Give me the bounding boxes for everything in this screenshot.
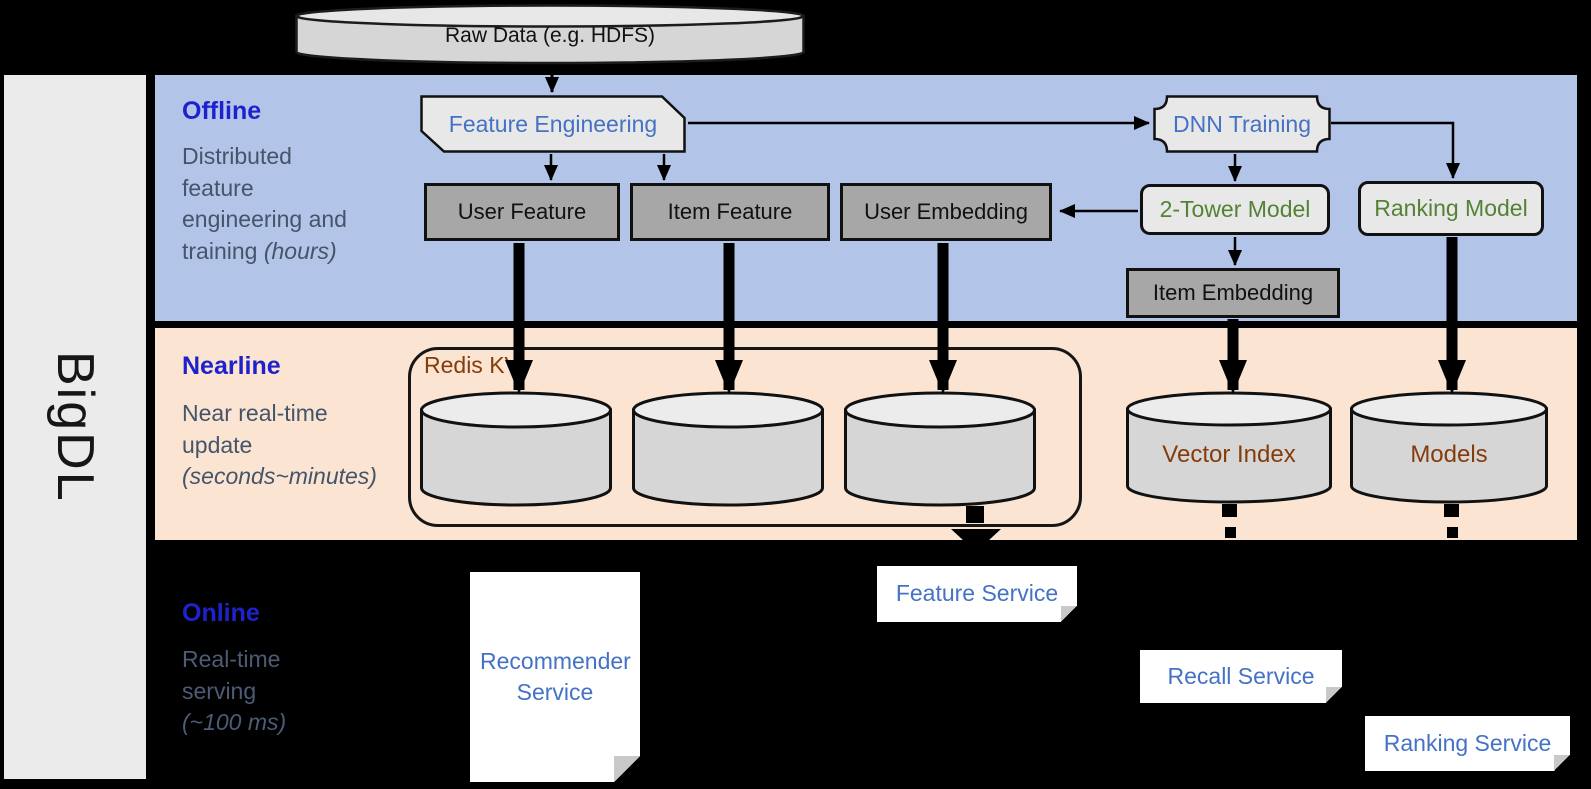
- folded-corner: [1061, 606, 1077, 622]
- cylinder-shape: [295, 4, 805, 65]
- offline-lane-title: Offline: [182, 97, 262, 125]
- cylinder-shape: [1350, 391, 1548, 504]
- dnn-training-node: DNN Training: [1153, 95, 1331, 153]
- feature-engineering-label: Feature Engineering: [448, 110, 658, 137]
- online-lane-title: Online: [182, 599, 260, 627]
- user-embedding-label: User Embedding: [864, 199, 1028, 224]
- two-tower-model-node: 2-Tower Model: [1140, 184, 1330, 235]
- cylinder-shape: [844, 391, 1036, 507]
- ranking-service-card: Ranking Service: [1365, 716, 1570, 771]
- dnn-training-label: DNN Training: [1172, 110, 1312, 137]
- cylinder-shape: [1126, 391, 1332, 504]
- models-store: Models: [1350, 390, 1548, 505]
- folded-corner: [614, 756, 640, 782]
- vector-index-label: Vector Index: [1162, 440, 1296, 468]
- online-lane-description: Real-time serving (~100 ms): [182, 646, 287, 736]
- item-feature-node: Item Feature: [630, 183, 830, 241]
- ranking-model-label: Ranking Model: [1374, 195, 1528, 221]
- item-embedding-label: Item Embedding: [1152, 280, 1314, 305]
- user-feature-label: User Feature: [457, 199, 587, 224]
- nearline-lane-title: Nearline: [182, 352, 281, 380]
- recommender-service-label: Recommender Service: [480, 647, 631, 705]
- user-feature-node: User Feature: [424, 183, 620, 241]
- redis-cylinder-1: [420, 390, 612, 508]
- cylinder-shape: [420, 391, 612, 507]
- redis-kv-container: [408, 347, 1082, 527]
- ranking-model-node: Ranking Model: [1358, 181, 1544, 236]
- item-feature-label: Item Feature: [667, 199, 793, 224]
- models-label: Models: [1410, 440, 1488, 468]
- bigdl-label: BigDL: [46, 351, 104, 503]
- recommender-service-card: Recommender Service: [470, 572, 640, 782]
- feature-service-label: Feature Service: [895, 580, 1059, 607]
- user-embedding-node: User Embedding: [840, 183, 1052, 241]
- two-tower-model-label: 2-Tower Model: [1159, 196, 1311, 222]
- bigdl-sidebar: BigDL: [4, 75, 146, 779]
- redis-kv-label: Redis KV: [424, 352, 520, 378]
- redis-cylinder-3: [844, 390, 1036, 508]
- plaque-shape: [1153, 95, 1331, 153]
- recall-service-card: Recall Service: [1140, 650, 1342, 703]
- cylinder-shape: [632, 391, 824, 507]
- feature-service-card: Feature Service: [877, 566, 1077, 622]
- raw-data-label: Raw Data (e.g. HDFS): [444, 23, 656, 47]
- folded-corner: [1554, 755, 1570, 771]
- redis-cylinder-2: [632, 390, 824, 508]
- ranking-service-label: Ranking Service: [1383, 729, 1552, 756]
- feature-engineering-node: Feature Engineering: [420, 95, 686, 153]
- offline-lane-description: Distributed feature engineering and trai…: [182, 143, 347, 265]
- folded-corner: [1326, 687, 1342, 703]
- vector-index-store: Vector Index: [1126, 390, 1332, 505]
- nearline-lane-description: Near real-time update (seconds~minutes): [182, 400, 377, 490]
- item-embedding-node: Item Embedding: [1126, 268, 1340, 318]
- raw-data-store: Raw Data (e.g. HDFS): [295, 3, 805, 66]
- recall-service-label: Recall Service: [1167, 662, 1315, 689]
- snip-corner-shape: [420, 95, 686, 153]
